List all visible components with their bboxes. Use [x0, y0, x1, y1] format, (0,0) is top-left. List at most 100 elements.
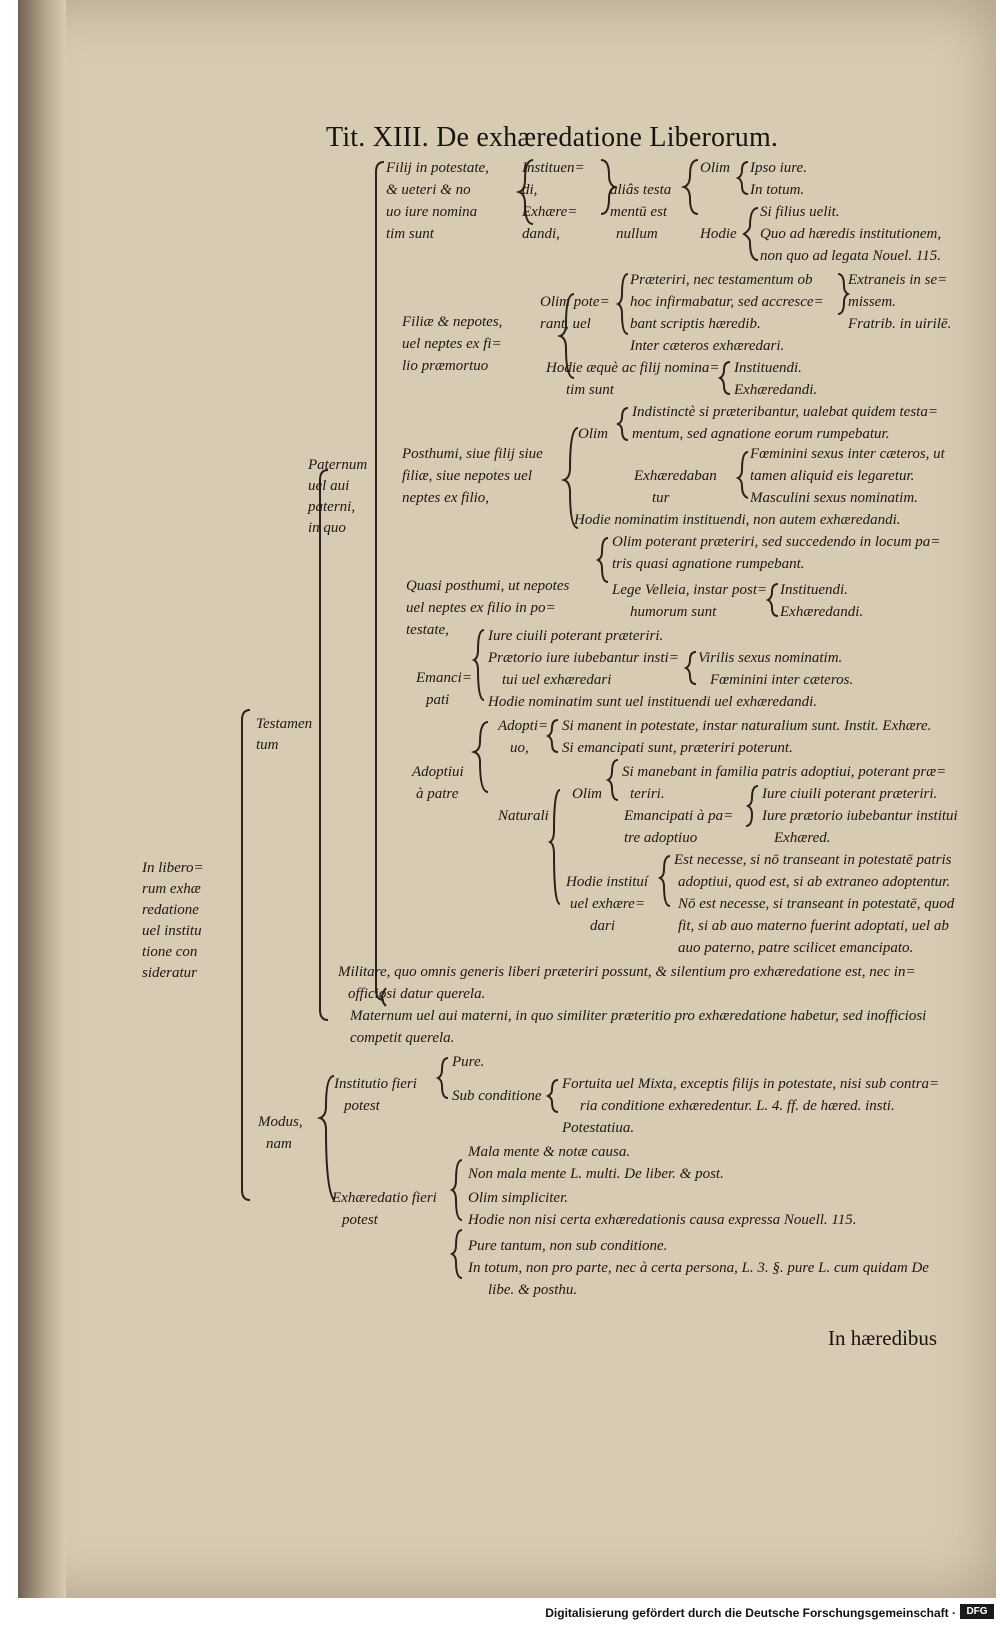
hodie-label: Hodie	[700, 226, 737, 242]
posthumi-1: Posthumi, siue filij siue	[402, 446, 543, 462]
foeminini-2: tamen aliquid eis legaretur.	[750, 468, 915, 484]
olim-poterant-1: Olim poterant præteriri, sed succedendo …	[612, 534, 941, 550]
hodie-instit-1: Hodie instituí	[566, 874, 649, 890]
nullum: nullum	[616, 226, 658, 242]
instituendi-2: di,	[522, 182, 538, 198]
masculini: Masculini sexus nominatim.	[750, 490, 918, 506]
iure-praetorio: Iure prætorio iubebantur institui	[762, 808, 958, 824]
quo-ad: Quo ad hæredis institutionem,	[760, 226, 942, 242]
mentum-est: mentū est	[610, 204, 668, 220]
exhaeredabantur-2: tur	[652, 490, 670, 506]
virilis: Virilis sexus nominatim.	[698, 650, 843, 666]
maternum-2: competit querela.	[350, 1030, 455, 1046]
praetorio-1: Prætorio iure iubebantur insti=	[488, 650, 679, 666]
si-manent: Si manent in potestate, instar naturaliu…	[562, 718, 932, 734]
in-totum2-2: libe. & posthu.	[488, 1282, 578, 1298]
foeminini-1: Fœminini sexus inter cæteros, ut	[750, 446, 945, 462]
in-totum: In totum.	[750, 182, 805, 198]
praeteriri-1: Præteriri, nec testamentum ob	[630, 272, 813, 288]
non-quo: non quo ad legata Nouel. 115.	[760, 248, 941, 264]
posthumi-3: neptes ex filio,	[402, 490, 490, 506]
exhaeredandi-2: dandi,	[522, 226, 560, 242]
exhaeredatio-1: Exhæredatio fieri	[332, 1190, 437, 1206]
iure-civili: Iure ciuili poterant præteriri.	[488, 628, 664, 644]
instituendi3: Instituendi.	[780, 582, 848, 598]
maternum-1: Maternum uel aui materni, in quo similit…	[350, 1008, 927, 1024]
paternum-2: uel aui	[308, 478, 350, 494]
emancipati-2: pati	[426, 692, 450, 708]
exhaeredandi2: Exhæredandi.	[734, 382, 818, 398]
page-title: Tit. XIII. De exhæredatione Liberorum.	[326, 122, 779, 153]
praetorio-2: tui uel exhæredari	[502, 672, 612, 688]
foeminini2: Fœminini inter cæteros.	[710, 672, 854, 688]
posthumi-2: filiæ, siue nepotes uel	[402, 468, 532, 484]
si-emancipati: Si emancipati sunt, præteriri poterunt.	[562, 740, 793, 756]
exhaeredandi-1: Exhære=	[522, 204, 578, 220]
braces	[241, 159, 851, 1279]
hodie-nominatim2: Hodie nominatim sunt uel instituendi uel…	[488, 694, 817, 710]
footer-bar: Digitalisierung gefördert durch die Deut…	[0, 1598, 1000, 1626]
exhaeredandi3: Exhæredandi.	[780, 604, 864, 620]
in-totum2-1: In totum, non pro parte, nec à certa per…	[468, 1260, 929, 1276]
filiae-3: lio præmortuo	[402, 358, 489, 374]
catchword: In hæredibus	[828, 1326, 938, 1350]
militare-1: Militare, quo omnis generis liberi præte…	[338, 964, 916, 980]
institutio-2: potest	[344, 1098, 380, 1114]
paternum-1: Paternum	[308, 457, 368, 473]
extraneis-1: Extraneis in se=	[848, 272, 948, 288]
extraneis-2: missem.	[848, 294, 896, 310]
adoptivi-1: Adoptiui	[412, 764, 464, 780]
modus-1: Modus,	[258, 1114, 303, 1130]
praeteriri-3: bant scriptis hæredib.	[630, 316, 761, 332]
adoptivo-2: uo,	[510, 740, 529, 756]
instituendi2: Instituendi.	[734, 360, 802, 376]
naturali: Naturali	[498, 808, 549, 824]
si-manebant-1: Si manebant in familia patris adoptiui, …	[622, 764, 947, 780]
lege-velleia-1: Lege Velleia, instar post=	[612, 582, 768, 598]
adoptivi-2: à patre	[416, 786, 459, 802]
quasi-1: Quasi posthumi, ut nepotes	[406, 578, 570, 594]
root-line-5: tione con	[142, 944, 198, 960]
non-est-3: auo paterno, patre scilicet emancipato.	[678, 940, 914, 956]
root-line-4: uel institu	[142, 923, 202, 939]
inter-ceteros: Inter cæteros exhæredari.	[630, 338, 785, 354]
non-mala: Non mala mente L. multi. De liber. & pos…	[468, 1166, 724, 1182]
olim-simpliciter: Olim simpliciter.	[468, 1190, 568, 1206]
filii-4: tim sunt	[386, 226, 434, 242]
quasi-2: uel neptes ex filio in po=	[406, 600, 556, 616]
hodie-instit-3: dari	[590, 918, 616, 934]
si-filius: Si filius uelit.	[760, 204, 840, 220]
testamentum-1: Testamen	[256, 716, 313, 732]
si-manebant-2: teriri.	[630, 786, 665, 802]
iure-civili2: Iure ciuili poterant præteriri.	[762, 786, 938, 802]
olim-pote-1: Olim pote=	[540, 294, 610, 310]
instituendi-1: Instituen=	[522, 160, 585, 176]
olim-label: Olim	[700, 160, 730, 176]
est-necesse-1: Est necesse, si nō transeant in potestat…	[674, 852, 952, 868]
olim-pote-2: rant, uel	[540, 316, 591, 332]
indistincte-2: mentum, sed agnatione eorum rumpebatur.	[632, 426, 890, 442]
potestativa: Potestatiua.	[562, 1120, 635, 1136]
est-necesse-2: adoptiui, quod est, si ab extraneo adopt…	[678, 874, 951, 890]
filii-2: & ueteri & no	[386, 182, 471, 198]
emancipati-a-1: Emancipati à pa=	[624, 808, 734, 824]
modus-2: nam	[266, 1136, 292, 1152]
root-line-6: sideratur	[142, 965, 198, 981]
exhaeredabantur-1: Exhæredaban	[634, 468, 717, 484]
olim-poterant-2: tris quasi agnatione rumpebant.	[612, 556, 805, 572]
testamentum-2: tum	[256, 737, 279, 753]
filiae-1: Filiæ & nepotes,	[402, 314, 503, 330]
alias-testa: aliâs testa	[610, 182, 672, 198]
root-line-3: redatione	[142, 902, 199, 918]
adoptivo-1: Adopti=	[498, 718, 549, 734]
non-est-1: Nō est necesse, si transeant in potestat…	[678, 896, 955, 912]
book-page: Tit. XIII. De exhæredatione Liberorum.	[18, 0, 996, 1598]
filii-1: Filij in potestate,	[386, 160, 489, 176]
praeteriri-2: hoc infirmabatur, sed accresce=	[630, 294, 824, 310]
hodie-aeque-1: Hodie æquè ac filij nomina=	[546, 360, 720, 376]
olim3: Olim	[572, 786, 602, 802]
fortuita-2: ria conditione exhæredentur. L. 4. ff. d…	[580, 1098, 895, 1114]
footer-text: Digitalisierung gefördert durch die Deut…	[545, 1606, 956, 1620]
extraneis-3: Fratrib. in uirilē.	[848, 316, 952, 332]
hodie-instit-2: uel exhære=	[570, 896, 645, 912]
